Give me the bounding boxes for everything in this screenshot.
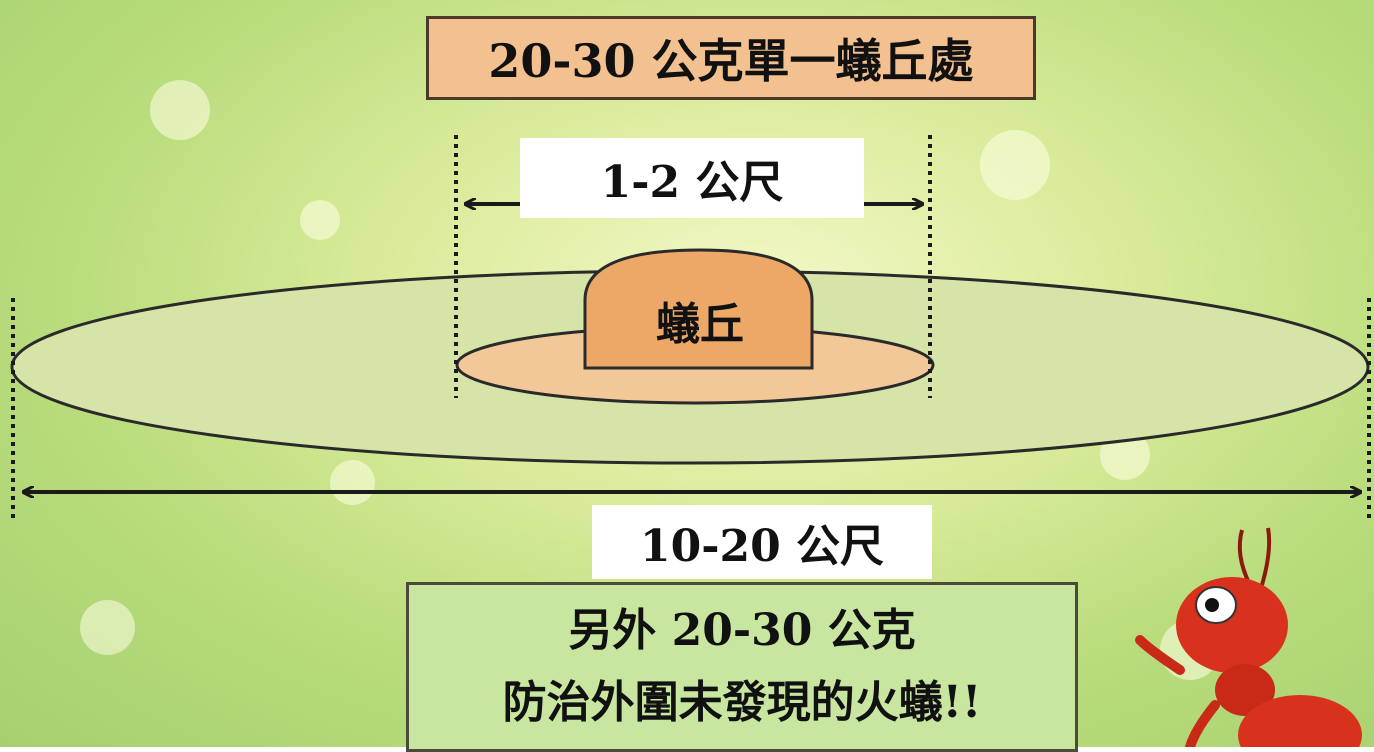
bokeh-flower (150, 80, 210, 140)
note-line-1: 另外 20-30 公克 (568, 605, 916, 656)
note-box: 另外 20-30 公克 防治外圍未發現的火蟻!! (406, 582, 1078, 752)
mound-text: 蟻丘 (656, 299, 744, 350)
bokeh-flower (300, 200, 340, 240)
fire-ant-icon (1135, 527, 1362, 747)
ant-mound (583, 248, 814, 370)
title-text: 20-30 公克單一蟻丘處 (488, 34, 974, 88)
inner-distance-label: 1-2 公尺 (520, 138, 864, 218)
bokeh-flower (980, 130, 1050, 200)
inner-distance-text: 1-2 公尺 (600, 157, 784, 208)
outer-distance-label: 10-20 公尺 (592, 505, 932, 579)
mound-label: 蟻丘 (600, 285, 800, 355)
title-box: 20-30 公克單一蟻丘處 (426, 16, 1036, 100)
note-line-2: 防治外圍未發現的火蟻!! (502, 677, 982, 728)
outer-distance-text: 10-20 公尺 (639, 521, 885, 572)
bokeh-flower (80, 600, 135, 655)
